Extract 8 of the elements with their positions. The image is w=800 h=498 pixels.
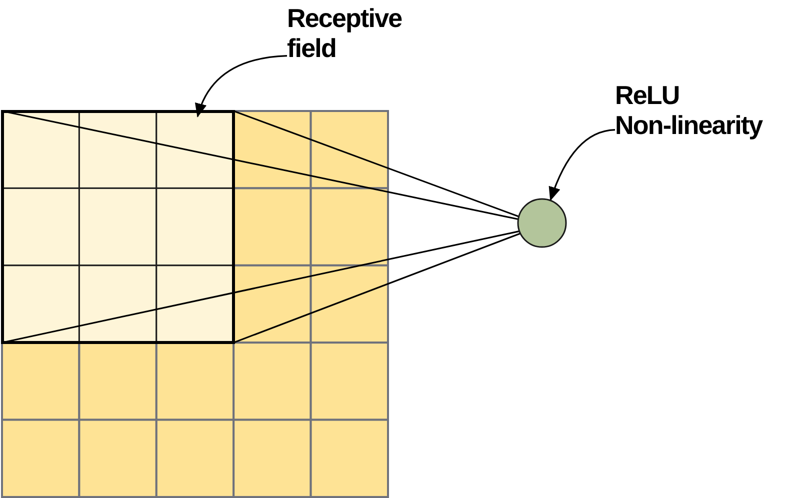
- connection-line: [233, 232, 520, 344]
- leader-arrow: [549, 129, 616, 201]
- receptive-field: [0, 110, 236, 344]
- neuron-circle: [517, 198, 567, 248]
- connection-line: [233, 110, 519, 218]
- callout-label: ReLU Non-linearity: [615, 80, 764, 140]
- callout-label: Receptive field: [287, 3, 403, 63]
- leader-arrow: [196, 55, 288, 118]
